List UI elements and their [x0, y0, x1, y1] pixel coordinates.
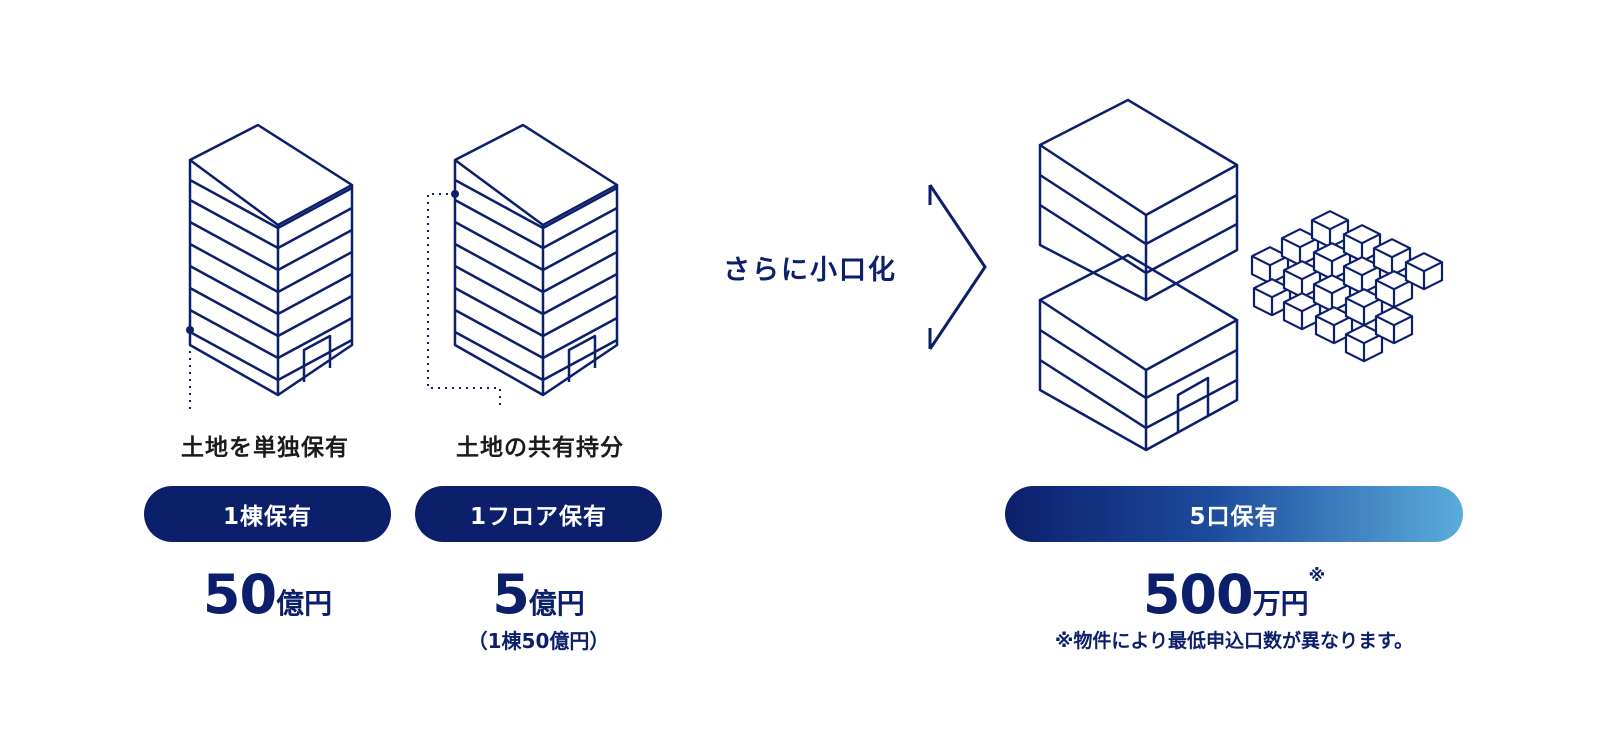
building-icon: [188, 123, 354, 397]
left-price-unit: 億円: [276, 587, 333, 620]
leader-dot: [451, 190, 459, 198]
stacked-buildings-icon: [1038, 98, 1239, 452]
cube-shape: [1314, 316, 1354, 345]
middle-price: 5億円: [415, 568, 662, 622]
cube-top: [1374, 306, 1414, 327]
leader-dot: [186, 326, 194, 334]
middle-caption: 土地の共有持分: [456, 435, 624, 461]
left-price-number: 50: [202, 563, 277, 626]
right-pill: 5口保有: [1005, 486, 1463, 542]
middle-price-unit: 億円: [528, 587, 585, 620]
middle-price-number: 5: [492, 563, 530, 626]
left-caption: 土地を単独保有: [181, 435, 349, 461]
cube-shape: [1374, 316, 1414, 345]
right-price: 500万円※: [1005, 568, 1463, 622]
cube-top: [1372, 238, 1412, 259]
left-pill: 1棟保有: [144, 486, 391, 542]
arrow-right-icon: [672, 184, 987, 350]
cube-top: [1342, 224, 1382, 245]
middle-pill: 1フロア保有: [415, 486, 662, 542]
building-icon: [453, 123, 619, 397]
small-cubes-icon: [1250, 210, 1444, 363]
right-price-number: 500: [1142, 563, 1254, 626]
arrow-label: さらに小口化: [723, 255, 897, 286]
right-price-unit: 万円: [1252, 587, 1309, 620]
left-price: 50億円: [144, 568, 391, 622]
cube-shape: [1404, 262, 1444, 291]
right-price-mark: ※: [1308, 566, 1326, 586]
cube-top: [1310, 210, 1350, 231]
right-note: ※物件により最低申込口数が異なります。: [1054, 630, 1414, 652]
cube-shape: [1344, 334, 1384, 363]
middle-price-note: （1棟50億円）: [467, 629, 610, 653]
cube-top: [1404, 252, 1444, 273]
